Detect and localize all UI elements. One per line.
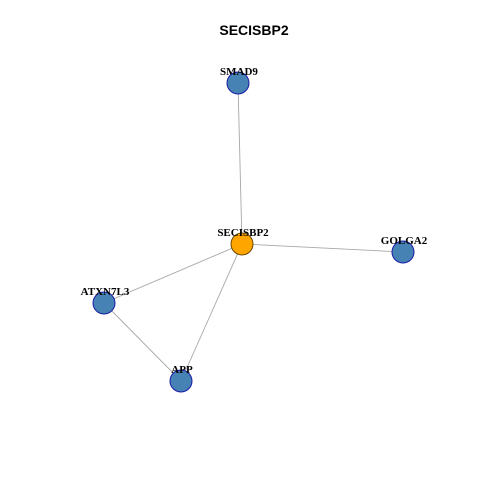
edge-layer xyxy=(103,82,404,382)
edge-atxn7l3-app xyxy=(103,302,182,382)
node-app: APP xyxy=(169,364,193,393)
node-secisbp2: SECISBP2 xyxy=(217,227,269,256)
node-circle-atxn7l3 xyxy=(92,291,116,315)
node-atxn7l3: ATXN7L3 xyxy=(81,286,130,315)
node-smad9: SMAD9 xyxy=(220,66,258,95)
node-label-atxn7l3: ATXN7L3 xyxy=(81,286,130,298)
node-label-golga2: GOLGA2 xyxy=(381,235,428,247)
edge-secisbp2-app xyxy=(180,243,243,382)
node-circle-app xyxy=(169,369,193,393)
node-label-smad9: SMAD9 xyxy=(220,66,258,78)
node-label-app: APP xyxy=(171,364,193,376)
edge-secisbp2-atxn7l3 xyxy=(103,243,243,304)
node-golga2: GOLGA2 xyxy=(381,235,428,264)
diagram-title: SECISBP2 xyxy=(219,22,288,38)
node-label-secisbp2: SECISBP2 xyxy=(217,227,269,239)
edge-secisbp2-golga2 xyxy=(241,243,404,253)
node-circle-secisbp2 xyxy=(230,232,254,256)
node-circle-smad9 xyxy=(226,71,250,95)
node-circle-golga2 xyxy=(391,240,415,264)
edge-secisbp2-smad9 xyxy=(237,82,243,245)
